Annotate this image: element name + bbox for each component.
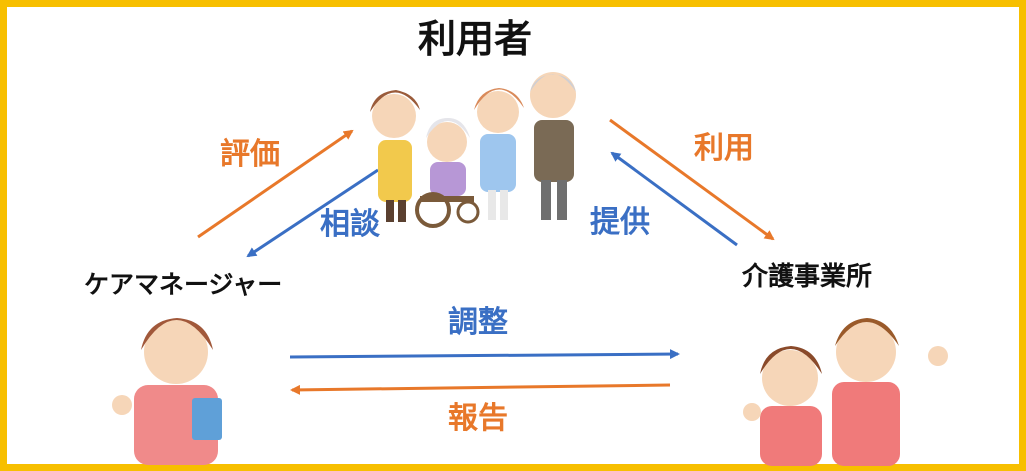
- consultation-arrow: [246, 168, 379, 258]
- provision-label: 提供: [590, 205, 650, 240]
- consultation-label: 相談: [320, 207, 380, 242]
- usage-arrow: [609, 118, 775, 241]
- evaluation-arrow: [197, 129, 354, 239]
- usage-label: 利用: [694, 131, 754, 166]
- coordination-arrow: [289, 349, 680, 360]
- care-manager-node-label: ケアマネージャー: [84, 270, 283, 299]
- evaluation-label: 評価: [220, 137, 280, 172]
- provider-node-label: 介護事業所: [742, 262, 873, 292]
- care-manager-illustration: [112, 318, 222, 465]
- user-node-label: 利用者: [418, 17, 533, 61]
- users-family-illustration: [370, 72, 576, 228]
- provider-staff-illustration: [743, 318, 948, 466]
- report-arrow: [290, 383, 671, 395]
- coordination-label: 調整: [448, 305, 508, 340]
- report-label: 報告: [448, 401, 508, 436]
- provision-arrow: [610, 151, 738, 247]
